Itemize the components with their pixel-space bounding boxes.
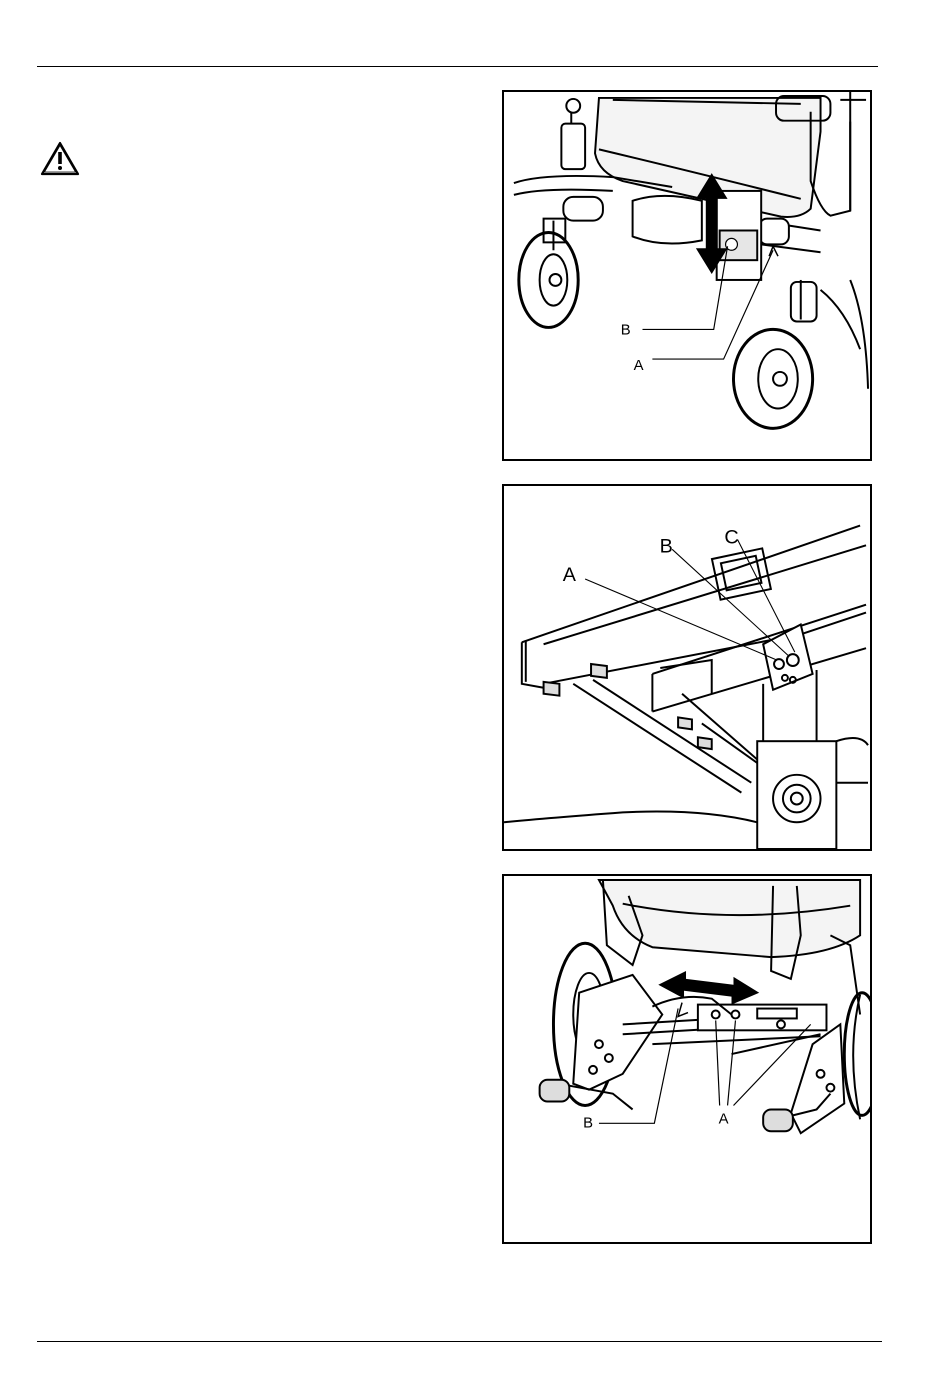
figure-seat-depth-adjustment: B A xyxy=(502,874,872,1244)
callout-label-a: A xyxy=(634,358,644,374)
warning-triangle-icon xyxy=(40,141,80,177)
seat-frame-illustration: A B C xyxy=(504,486,870,849)
callout-label-a: A xyxy=(719,1111,729,1127)
figure-seat-height-adjustment: B A xyxy=(502,90,872,461)
callout-label-b: B xyxy=(621,322,631,338)
callout-label-a: A xyxy=(563,564,577,586)
callout-label-b: B xyxy=(660,535,673,557)
footer-rule xyxy=(37,1341,882,1342)
wheelchair-base-illustration: B A xyxy=(504,876,870,1242)
wheelchair-seat-illustration: B A xyxy=(504,92,870,459)
figure-seat-frame-bolts: A B C xyxy=(502,484,872,851)
header-rule xyxy=(37,66,878,67)
callout-label-b: B xyxy=(583,1115,593,1131)
callout-label-c: C xyxy=(724,526,738,548)
